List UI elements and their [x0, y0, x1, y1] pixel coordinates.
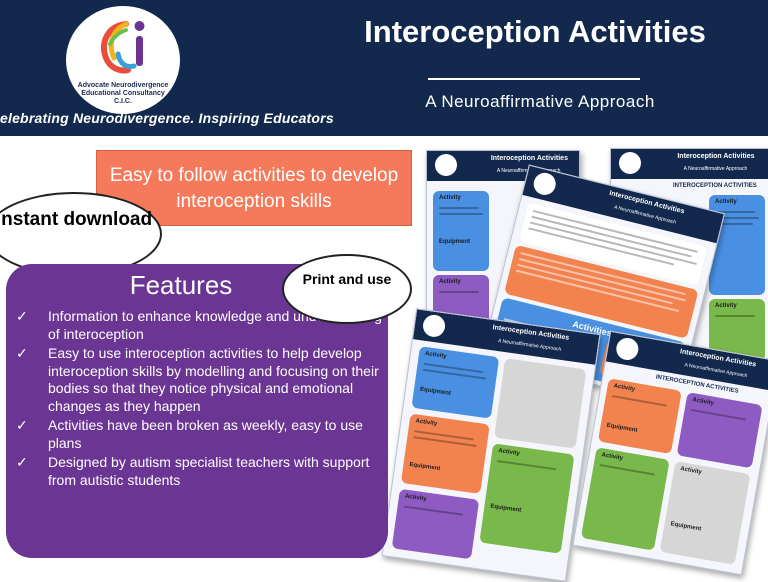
print-and-use-bubble: Print and use [282, 254, 412, 324]
activity-card: Activity Equipment [479, 443, 575, 554]
doc-title: Interoception Activities [677, 153, 755, 160]
features-title: Features [129, 270, 233, 300]
feature-item: ✓ Easy to use interoception activities t… [14, 345, 382, 415]
card-text-line [715, 211, 755, 213]
card-equipment: Equipment [419, 386, 452, 397]
doc-header: Interoception Activities A Neuroaffirmat… [611, 149, 768, 179]
card-title: Activity [613, 383, 636, 393]
activity-card [494, 358, 587, 449]
feature-text: Easy to use interoception activities to … [48, 345, 379, 414]
doc-logo [531, 170, 559, 198]
feature-text: Designed by autism specialist teachers w… [48, 454, 370, 488]
card-title: Activity [600, 452, 624, 462]
feature-item: ✓ Designed by autism specialist teachers… [14, 454, 382, 489]
card-equipment: Equipment [409, 461, 441, 473]
card-title: Activity [439, 195, 461, 201]
card-text-line [403, 505, 464, 516]
card-text-line [690, 408, 747, 421]
activity-card: Activity [709, 195, 765, 295]
header-banner: Advocate Neurodivergence Educational Con… [0, 0, 768, 136]
card-title: Activity [439, 279, 461, 285]
activity-card: Activity [391, 488, 480, 560]
card-text-line [715, 217, 759, 219]
card-equipment: Equipment [606, 422, 638, 434]
activity-card: Activity Equipment [411, 346, 500, 419]
title-divider [428, 78, 640, 80]
card-text-line [439, 213, 483, 215]
feature-text: Activities have been broken as weekly, e… [48, 417, 363, 451]
card-title: Activity [691, 397, 715, 407]
card-equipment: Equipment [439, 239, 470, 245]
check-icon: ✓ [16, 308, 28, 324]
check-icon: ✓ [16, 454, 28, 470]
feature-item: ✓ Activities have been broken as weekly,… [14, 417, 382, 452]
doc-subtitle: A Neuroaffirmative Approach [683, 166, 748, 172]
activity-card: Activity Equipment [659, 461, 751, 565]
logo: Advocate Neurodivergence Educational Con… [66, 6, 180, 114]
activity-card: Activity Equipment [400, 413, 490, 494]
check-icon: ✓ [16, 345, 28, 361]
check-icon: ✓ [16, 417, 28, 433]
card-text-line [439, 291, 479, 293]
doc-logo [619, 152, 641, 174]
card-title: Activity [424, 350, 447, 360]
preview-page-activities-1: Interoception Activities A Neuroaffirmat… [381, 308, 601, 582]
card-title: Activity [715, 303, 737, 309]
page-subtitle: A Neuroaffirmative Approach [425, 92, 655, 111]
card-text-line [599, 463, 656, 476]
card-title: Activity [679, 466, 703, 476]
logo-icon [101, 21, 145, 74]
card-equipment: Equipment [670, 521, 702, 533]
card-title: Activity [715, 199, 737, 205]
doc-section-label: INTEROCEPTION ACTIVITIES [673, 183, 757, 189]
activity-card: Activity Equipment [433, 191, 489, 271]
card-title: Activity [497, 448, 521, 458]
features-list: ✓ Information to enhance knowledge and u… [14, 308, 382, 491]
doc-subtitle: A Neuroaffirmative Approach [497, 338, 562, 353]
doc-title: Interoception Activities [490, 155, 568, 162]
card-text-line [496, 459, 557, 471]
activity-card: Activity [676, 392, 763, 469]
activity-card: Activity [709, 299, 765, 361]
card-text-line [715, 223, 753, 225]
logo-text-line2: Educational Consultancy C.I.C. [81, 90, 165, 105]
card-title: Activity [404, 493, 427, 503]
card-equipment: Equipment [490, 503, 522, 514]
activity-card: Activity Equipment [597, 378, 682, 455]
card-text-line [611, 395, 668, 407]
tagline: elebrating Neurodivergence. Inspiring Ed… [0, 110, 334, 126]
doc-logo [421, 313, 447, 339]
page-title: Interoception Activities [364, 14, 706, 49]
instant-download-bubble: Instant download [0, 192, 162, 276]
card-title: Activity [415, 418, 438, 428]
card-text-line [439, 207, 479, 209]
doc-logo [614, 336, 641, 362]
activity-card: Activity [580, 447, 670, 551]
card-text-line [715, 315, 755, 317]
logo-text-line1: Advocate Neurodivergence [77, 82, 169, 89]
doc-logo [435, 154, 457, 176]
